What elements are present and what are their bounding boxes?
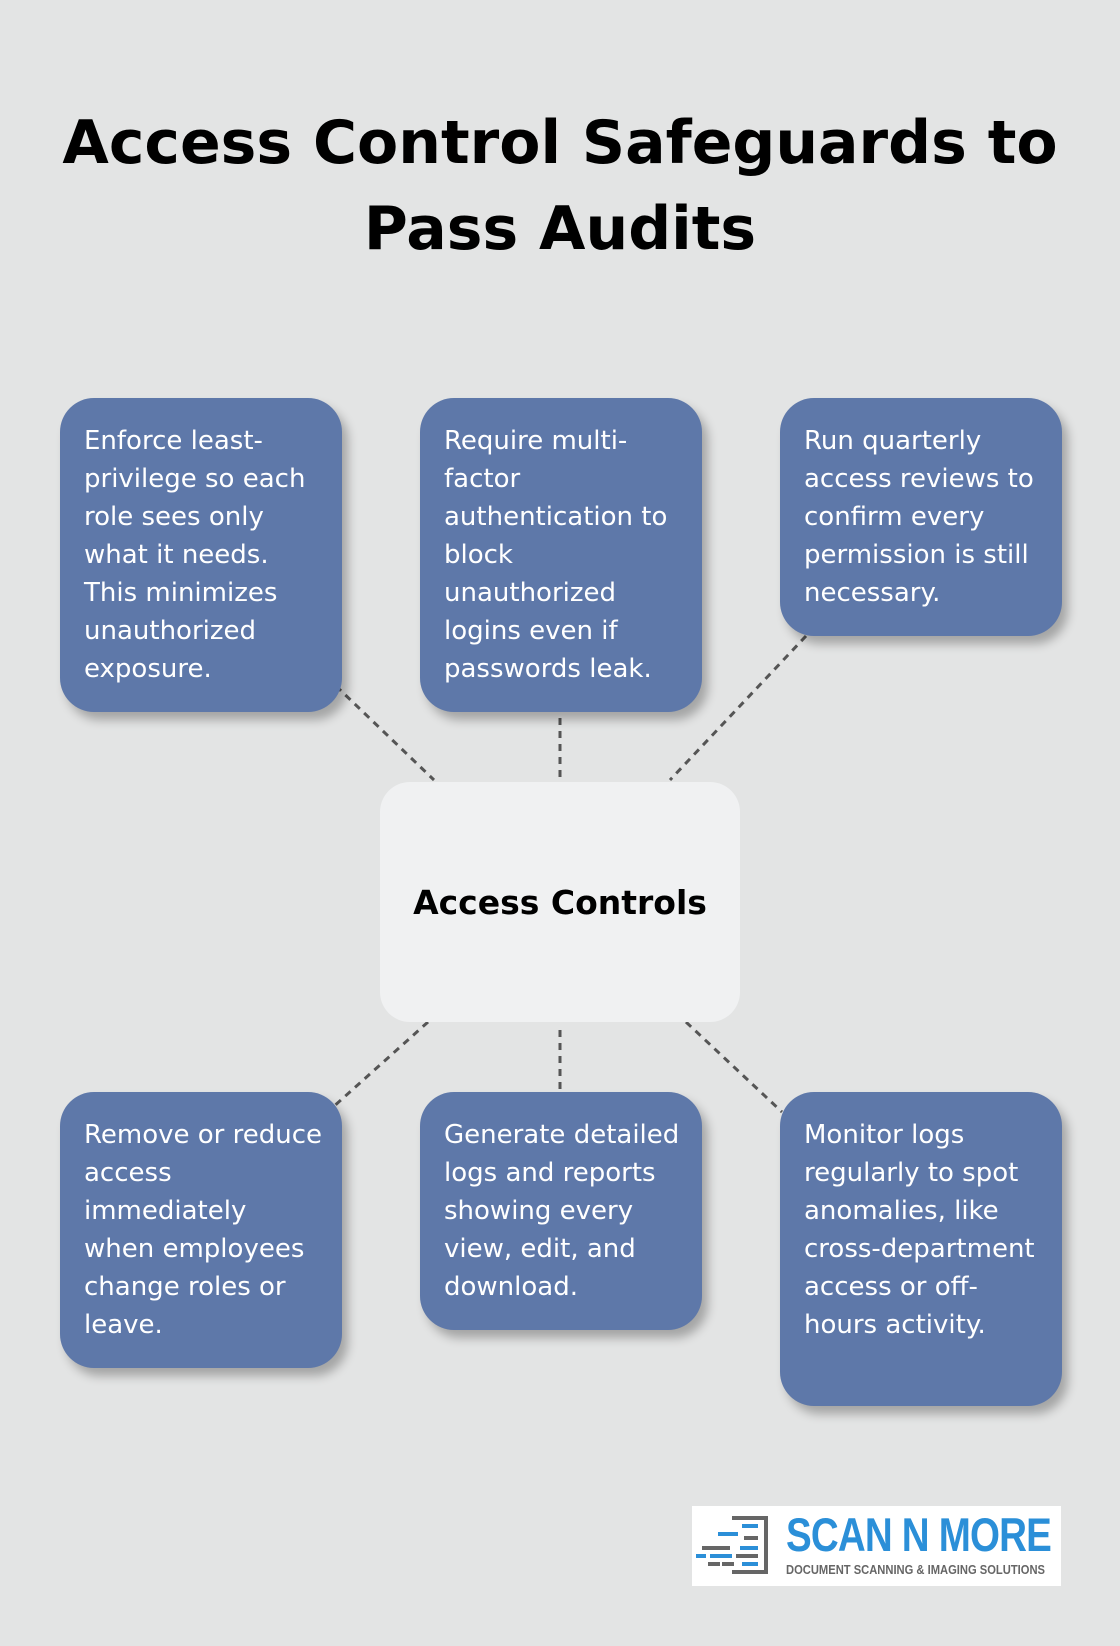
node-least-privilege: Enforce least-privilege so each role see… — [60, 398, 342, 712]
node-text: Require multi-factor authentication to b… — [444, 426, 668, 684]
node-monitor-logs: Monitor logs regularly to spot anomalies… — [780, 1092, 1062, 1406]
node-text: Enforce least-privilege so each role see… — [84, 426, 306, 684]
logo-tagline: DOCUMENT SCANNING & IMAGING SOLUTIONS — [786, 1562, 1046, 1577]
node-mfa: Require multi-factor authentication to b… — [420, 398, 702, 712]
connector-6 — [684, 1020, 784, 1114]
connector-4 — [330, 1020, 430, 1110]
node-text: Monitor logs regularly to spot anomalies… — [804, 1120, 1035, 1340]
connector-1 — [334, 684, 436, 782]
logo-name: SCAN N MORE — [786, 1508, 1052, 1561]
node-quarterly-reviews: Run quarterly access reviews to confirm … — [780, 398, 1062, 636]
node-text: Run quarterly access reviews to confirm … — [804, 426, 1034, 608]
center-node: Access Controls — [380, 782, 740, 1022]
node-remove-access: Remove or reduce access immediately when… — [60, 1092, 342, 1368]
brand-logo: SCAN N MORE DOCUMENT SCANNING & IMAGING … — [692, 1506, 1061, 1586]
node-text: Remove or reduce access immediately when… — [84, 1120, 323, 1340]
node-text: Generate detailed logs and reports showi… — [444, 1120, 680, 1302]
scanner-icon — [696, 1516, 768, 1574]
center-label: Access Controls — [413, 882, 707, 922]
node-detailed-logs: Generate detailed logs and reports showi… — [420, 1092, 702, 1330]
page-title: Access Control Safeguards to Pass Audits — [62, 108, 1058, 264]
